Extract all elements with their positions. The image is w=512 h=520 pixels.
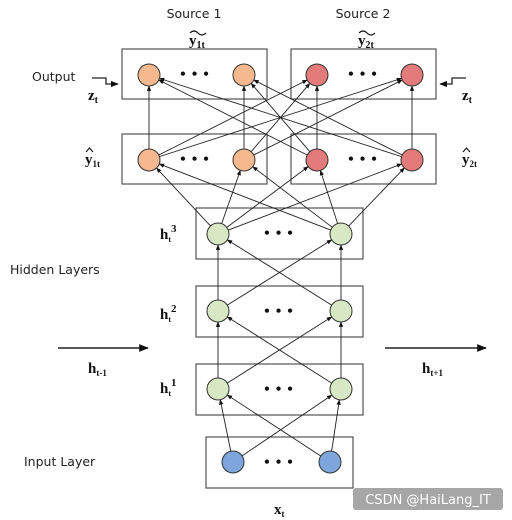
edge-input-to-h1	[331, 399, 341, 452]
edge-h3-to-source2-estimate	[319, 169, 339, 224]
svg-text:y1t: y1t	[85, 152, 100, 169]
y2t-tilde-label: y2t	[358, 30, 376, 51]
ellipsis-hidden-3: • • •	[264, 225, 294, 242]
ellipsis-hidden-1: • • •	[264, 381, 294, 398]
edge-h1-to-h2	[226, 316, 332, 384]
node-s1e-1	[137, 148, 161, 172]
node-inp-2	[318, 450, 342, 474]
node-s1o-2	[232, 63, 256, 87]
ellipsis-source2-output: • • •	[348, 66, 378, 83]
zt-right-arrow	[439, 77, 466, 88]
hidden-layers-label: Hidden Layers	[10, 262, 100, 277]
y2t-hat-label: y2t	[462, 147, 477, 169]
node-inp-1	[221, 450, 245, 474]
svg-text:CSDN @HaiLang_IT: CSDN @HaiLang_IT	[365, 493, 491, 508]
h3-label: ht3	[160, 223, 177, 244]
y1t-hat-label: y1t	[85, 147, 100, 169]
network-nodes	[137, 63, 424, 474]
svg-text:y2t: y2t	[358, 33, 375, 51]
ellipsis-input: • • •	[264, 454, 294, 471]
zt-left-label: zt	[88, 88, 99, 106]
connection-edges	[146, 77, 415, 457]
node-h1-2	[329, 377, 353, 401]
node-s2o-1	[305, 63, 329, 87]
edge-h3-to-source2-estimate	[228, 163, 403, 231]
edge-h2-to-h3	[226, 239, 332, 306]
zt-right-label: zt	[462, 88, 473, 106]
csdn-watermark: CSDN @HaiLang_IT	[353, 488, 503, 510]
node-h2-1	[206, 299, 230, 323]
input-layer-label: Input Layer	[24, 454, 96, 469]
h-next-label: ht+1	[422, 361, 443, 378]
edge-input-to-h1	[226, 394, 322, 457]
edge-h3-to-source1-estimate	[156, 167, 211, 227]
node-s2o-2	[400, 63, 424, 87]
source1-label: Source 1	[167, 6, 222, 21]
svg-text:y1t: y1t	[189, 33, 206, 51]
h-prev-label: ht-1	[88, 361, 107, 378]
node-h1-1	[206, 377, 230, 401]
edge-h3-to-source1-estimate	[158, 163, 331, 231]
edge-input-to-h1	[241, 394, 333, 457]
ellipsis-source2-estimate: • • •	[348, 151, 378, 168]
edge-h3-to-source2-estimate	[348, 167, 405, 227]
h1-label: ht1	[160, 377, 177, 398]
edge-h3-to-source1-estimate	[221, 169, 241, 224]
node-s1o-1	[137, 63, 161, 87]
node-h2-2	[329, 299, 353, 323]
xt-label: xt	[274, 502, 285, 519]
edge-estimate-to-output-cross	[158, 77, 402, 158]
node-s2e-2	[400, 148, 424, 172]
edge-h3-to-source2-estimate	[226, 166, 309, 228]
node-s2e-1	[305, 148, 329, 172]
edge-input-to-h1	[219, 399, 232, 452]
source2-label: Source 2	[336, 6, 391, 21]
ellipsis-source1-estimate: • • •	[180, 151, 210, 168]
edge-h3-to-source1-estimate	[252, 166, 333, 228]
ellipsis-hidden-2: • • •	[264, 303, 294, 320]
output-label: Output	[32, 69, 76, 84]
svg-text:y2t: y2t	[462, 152, 477, 169]
node-h3-2	[329, 222, 353, 246]
y1t-tilde-label: y1t	[189, 30, 207, 51]
node-h3-1	[206, 222, 230, 246]
edge-estimate-to-output-cross	[253, 79, 403, 156]
node-s1e-2	[232, 148, 256, 172]
h2-label: ht2	[160, 303, 177, 324]
edge-estimate-to-output-cross	[158, 79, 308, 156]
ellipsis-source1-output: • • •	[180, 66, 210, 83]
zt-left-arrow	[92, 77, 119, 88]
